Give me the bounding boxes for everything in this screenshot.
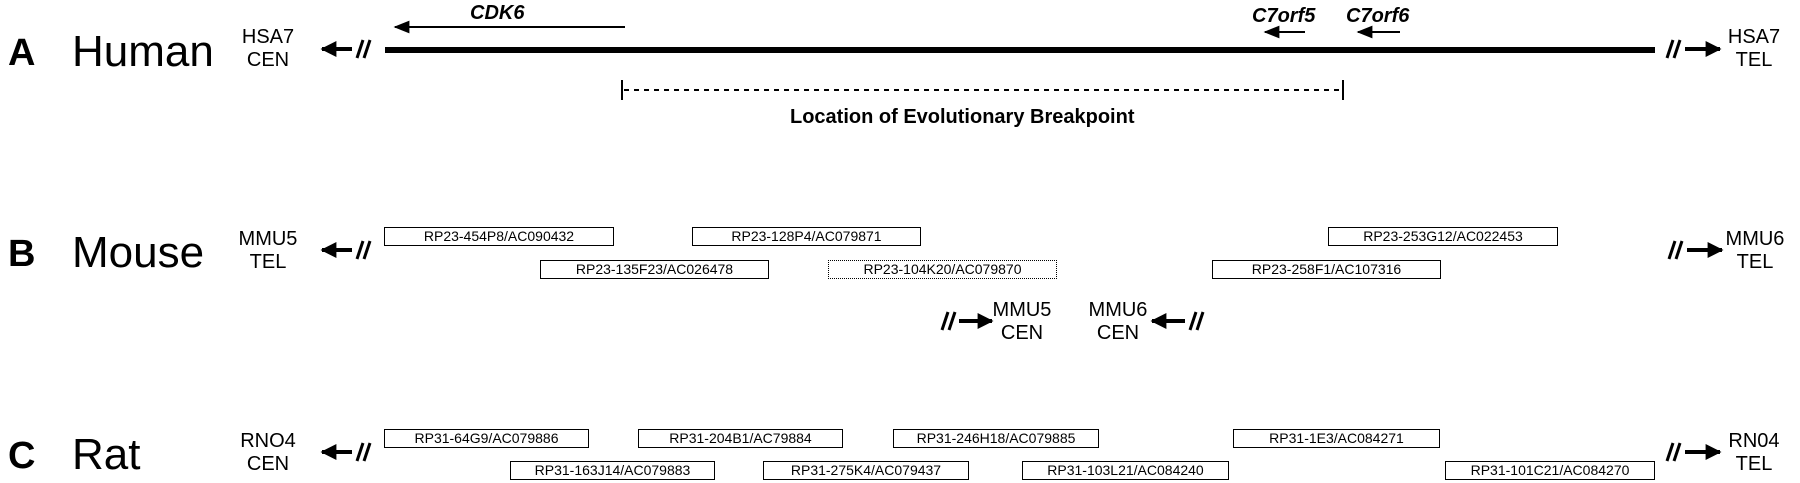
mouse-right-chrom: MMU6 <box>1725 228 1785 250</box>
mouse-left-label: MMU5 TEL <box>236 228 300 274</box>
human-right-arrow <box>1665 39 1722 59</box>
human-left-label: HSA7 CEN <box>236 26 300 72</box>
species-label-human: Human <box>72 27 214 76</box>
mmu6-cen-arrow <box>1150 311 1205 331</box>
human-right-chrom: HSA7 <box>1727 26 1781 48</box>
rat-right-arrow <box>1665 442 1722 462</box>
mouse-left-chrom: MMU5 <box>238 228 298 250</box>
rat-left-label: RNO4 CEN <box>236 430 300 476</box>
rat-left-chrom: RNO4 <box>240 430 296 452</box>
mouse-right-end: TEL <box>1736 251 1774 273</box>
mouse-clone-box-dotted: RP23-104K20/AC079870 <box>828 260 1057 279</box>
gene-label-c7orf5: C7orf5 <box>1252 5 1316 27</box>
human-left-arrow <box>320 39 372 59</box>
mmu6-cen-chrom: MMU6 <box>1088 299 1148 321</box>
human-left-end: CEN <box>246 49 290 71</box>
species-label-rat: Rat <box>72 430 141 479</box>
human-right-label: HSA7 TEL <box>1722 26 1786 72</box>
rat-right-chrom: RN04 <box>1728 430 1780 452</box>
rat-clone-box: RP31-275K4/AC079437 <box>763 461 969 480</box>
mmu6-cen-label: MMU6 CEN <box>1086 299 1150 345</box>
human-left-chrom: HSA7 <box>241 26 295 48</box>
mouse-clone-box: RP23-128P4/AC079871 <box>692 227 921 246</box>
rat-clone-box: RP31-101C21/AC084270 <box>1445 461 1655 480</box>
rat-right-end: TEL <box>1735 453 1773 475</box>
breakpoint-label: Location of Evolutionary Breakpoint <box>790 106 1135 128</box>
mouse-clone-box: RP23-135F23/AC026478 <box>540 260 769 279</box>
mmu5-cen-arrow <box>940 311 994 331</box>
mmu5-cen-end: CEN <box>1000 322 1044 344</box>
mmu5-cen-label: MMU5 CEN <box>990 299 1054 345</box>
rat-clone-box: RP31-246H18/AC079885 <box>893 429 1099 448</box>
mmu5-cen-chrom: MMU5 <box>992 299 1052 321</box>
mouse-left-end: TEL <box>249 251 287 273</box>
rat-clone-box: RP31-64G9/AC079886 <box>384 429 589 448</box>
rat-clone-box: RP31-163J14/AC079883 <box>510 461 715 480</box>
species-label-mouse: Mouse <box>72 228 205 277</box>
gene-label-c7orf6: C7orf6 <box>1346 5 1410 27</box>
mmu6-cen-end: CEN <box>1096 322 1140 344</box>
panel-letter-b: B <box>8 233 36 275</box>
mouse-clone-box: RP23-258F1/AC107316 <box>1212 260 1441 279</box>
rat-left-arrow <box>320 442 372 462</box>
rat-clone-box: RP31-1E3/AC084271 <box>1233 429 1440 448</box>
human-right-end: TEL <box>1735 49 1773 71</box>
rat-clone-box: RP31-204B1/AC79884 <box>638 429 843 448</box>
rat-clone-box: RP31-103L21/AC084240 <box>1022 461 1229 480</box>
mouse-left-arrow <box>320 240 372 260</box>
gene-label-cdk6: CDK6 <box>470 2 525 24</box>
mouse-clone-box: RP23-253G12/AC022453 <box>1328 227 1558 246</box>
mouse-right-label: MMU6 TEL <box>1723 228 1787 274</box>
panel-letter-a: A <box>8 32 36 74</box>
rat-right-label: RN04 TEL <box>1722 430 1786 476</box>
breakpoint-bracket <box>621 80 1344 100</box>
rat-left-end: CEN <box>246 453 290 475</box>
mouse-right-arrow <box>1667 240 1724 260</box>
panel-letter-c: C <box>8 435 36 477</box>
mouse-clone-box: RP23-454P8/AC090432 <box>384 227 614 246</box>
